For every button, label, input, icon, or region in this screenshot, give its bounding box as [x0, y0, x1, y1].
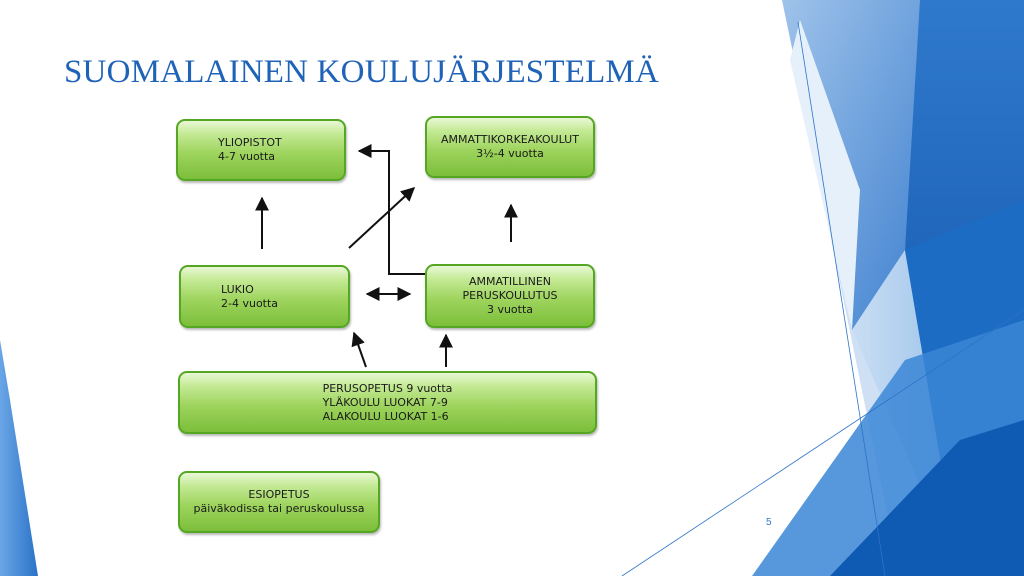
- amk-duration: 3½-4 vuotta: [476, 147, 544, 160]
- slide-title: SUOMALAINEN KOULUJÄRJESTELMÄ: [64, 54, 660, 90]
- arrow-perusopetus-to-lukio: [351, 331, 367, 368]
- ammatillinen-duration: 3 vuotta: [486, 303, 534, 316]
- box-ammatillinen-peruskoulutus: AMMATILLINEN PERUSKOULUTUS 3 vuotta: [425, 264, 595, 328]
- ammatillinen-line2: PERUSKOULUTUS: [462, 289, 558, 302]
- ammatillinen-line1: AMMATILLINEN: [468, 275, 552, 288]
- perusopetus-line1: PERUSOPETUS 9 vuotta: [322, 381, 453, 395]
- perusopetus-line3: ALAKOULU LUOKAT 1-6: [322, 409, 449, 423]
- esiopetus-title: ESIOPETUS: [248, 488, 310, 501]
- box-yliopistot: YLIOPISTOT 4-7 vuotta: [176, 119, 346, 181]
- yliopistot-duration: 4-7 vuotta: [218, 150, 276, 163]
- lukio-duration: 2-4 vuotta: [221, 296, 279, 310]
- box-perusopetus: PERUSOPETUS 9 vuotta YLÄKOULU LUOKAT 7-9…: [178, 371, 597, 434]
- box-lukio: LUKIO 2-4 vuotta: [179, 265, 350, 328]
- slide-number: 5: [766, 517, 772, 528]
- arrow-lukio-to-ammattikorkeakoulut: [348, 187, 416, 249]
- yliopistot-title: YLIOPISTOT: [218, 136, 282, 149]
- box-ammattikorkeakoulut: AMMATTIKORKEAKOULUT 3½-4 vuotta: [425, 116, 595, 178]
- lukio-title: LUKIO: [221, 282, 254, 296]
- amk-title: AMMATTIKORKEAKOULUT: [441, 133, 579, 146]
- arrow-ammatillinen-to-yliopistot: [357, 144, 426, 275]
- perusopetus-line2: YLÄKOULU LUOKAT 7-9: [322, 395, 448, 409]
- box-esiopetus: ESIOPETUS päiväkodissa tai peruskoulussa: [178, 471, 380, 533]
- esiopetus-description: päiväkodissa tai peruskoulussa: [193, 502, 365, 515]
